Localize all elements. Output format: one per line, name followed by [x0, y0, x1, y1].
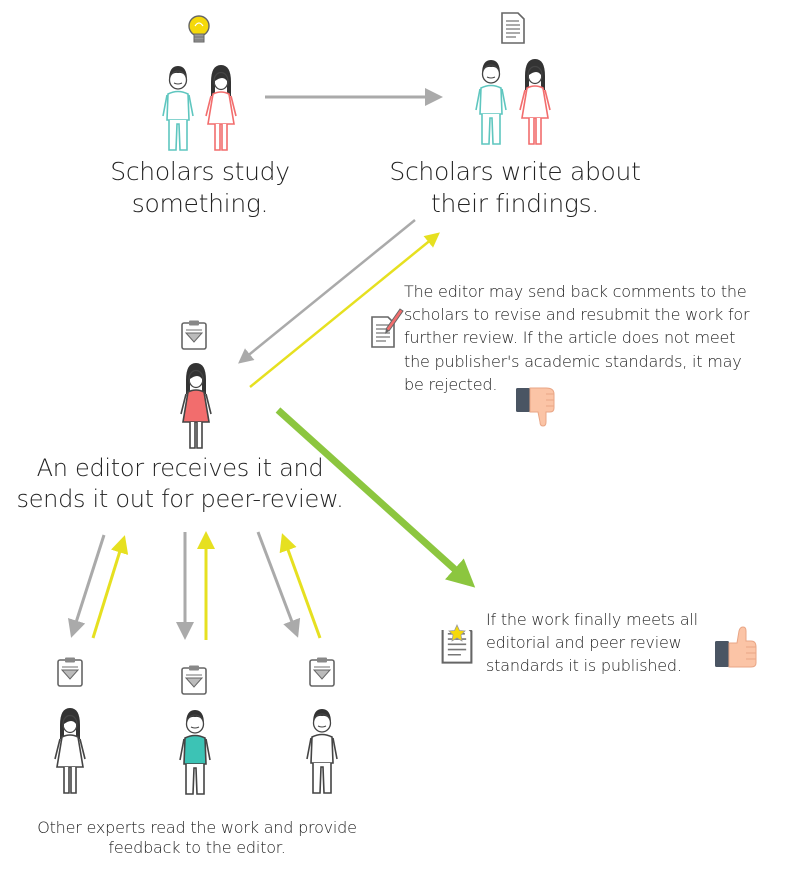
rejected-note-line: further review. If the article does not … [404, 328, 736, 348]
rejected-note-line: scholars to revise and resubmit the work… [404, 305, 750, 325]
rejected-note: The editor may send back comments to the… [404, 280, 750, 396]
step-study-label: Scholars study something. [80, 156, 320, 220]
step-write-line: Scholars write about [389, 157, 641, 186]
expert-3-person [306, 708, 338, 794]
step-experts-line: feedback to the editor. [108, 838, 286, 858]
published-note-line: standards it is published. [486, 656, 682, 676]
arrow-editor-to-expert-1 [67, 534, 106, 638]
editor-person [180, 362, 212, 449]
scholar-female-write [519, 58, 551, 145]
published-note-line: If the work finally meets all [486, 610, 698, 629]
step-experts-line: Other experts read the work and provide [37, 818, 357, 837]
step-write-line: their findings. [431, 189, 599, 218]
scholar-male-write [475, 59, 507, 145]
arrow-expert-1-to-editor [91, 535, 129, 639]
clipboard-icon [181, 664, 207, 695]
step-study-line: Scholars study [110, 157, 290, 186]
arrow-write-to-editor [238, 219, 416, 364]
arrow-editor-to-write-feedback [249, 232, 440, 388]
clipboard-icon [57, 656, 83, 687]
star-document-icon [441, 621, 473, 664]
thumbs-up-icon [715, 626, 757, 668]
published-note: If the work finally meets all editorial … [486, 608, 698, 678]
arrow-expert-3-to-editor [279, 533, 322, 639]
thumbs-down-icon [516, 387, 555, 427]
rejected-note-line: The editor may send back comments to the [404, 282, 747, 301]
arrow-editor-to-expert-3 [256, 531, 301, 638]
scholar-female-study [205, 64, 237, 151]
arrow-editor-to-published [275, 407, 476, 588]
clipboard-icon [309, 656, 335, 687]
lightbulb-icon [188, 15, 210, 43]
expert-2-person [179, 709, 211, 795]
rejected-note-line: the publisher's academic standards, it m… [404, 351, 742, 371]
step-editor-label: An editor receives it and sends it out f… [0, 453, 360, 514]
document-icon [501, 12, 525, 44]
published-note-line: editorial and peer review [486, 633, 682, 653]
scholar-male-study [162, 65, 194, 151]
step-experts-label: Other experts read the work and provide … [0, 818, 394, 859]
pen-document-icon [371, 308, 404, 348]
expert-1-person [54, 707, 86, 794]
clipboard-icon [181, 319, 207, 350]
step-editor-line: sends it out for peer-review. [16, 484, 344, 513]
rejected-note-line: be rejected. [404, 374, 498, 394]
step-study-line: something. [131, 189, 269, 218]
step-write-label: Scholars write about their findings. [380, 156, 650, 220]
step-editor-line: An editor receives it and [36, 454, 324, 482]
